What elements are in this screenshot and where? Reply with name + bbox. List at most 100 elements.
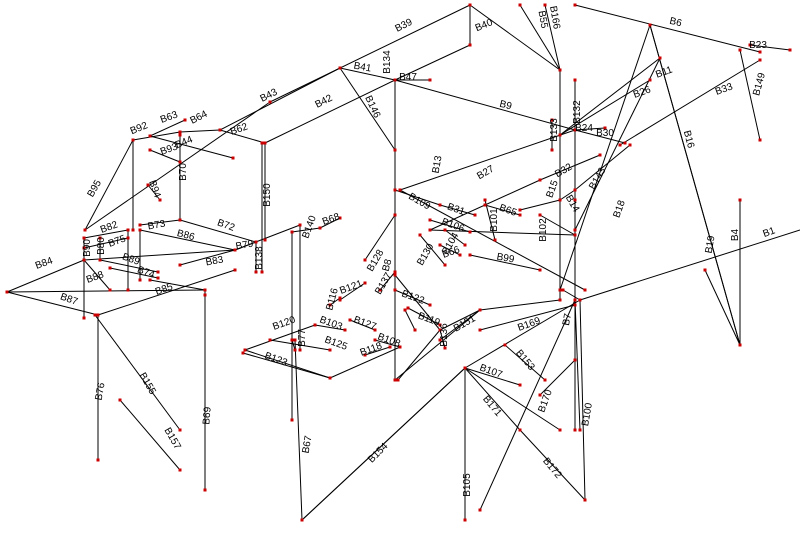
joint-node-33[interactable] [478, 308, 482, 312]
member-line-b151[interactable] [439, 309, 481, 341]
joint-node-159[interactable] [388, 345, 392, 349]
member-line-b118[interactable] [364, 346, 391, 356]
joint-node-6[interactable] [573, 428, 577, 432]
joint-node-9[interactable] [468, 3, 472, 7]
joint-node-120[interactable] [418, 233, 422, 237]
joint-node-158[interactable] [363, 353, 367, 357]
member-line-b77[interactable] [291, 339, 296, 351]
joint-node-29[interactable] [290, 418, 294, 422]
joint-node-113[interactable] [98, 236, 102, 240]
member-line-b104[interactable] [444, 229, 466, 246]
member-line-b166[interactable] [544, 4, 561, 71]
member-line-b169[interactable] [479, 304, 576, 331]
joint-node-5[interactable] [573, 128, 577, 132]
joint-node-105[interactable] [138, 223, 142, 227]
member-line-b31[interactable] [439, 204, 476, 216]
joint-node-50[interactable] [413, 328, 417, 332]
joint-node-78[interactable] [148, 134, 152, 138]
member-line-b93[interactable] [149, 149, 181, 163]
member-line-b23[interactable] [749, 44, 791, 51]
member-line-b82[interactable] [83, 229, 129, 239]
member-line-b18[interactable] [574, 57, 661, 231]
joint-node-51[interactable] [518, 208, 522, 212]
member-line-b24[interactable] [574, 127, 606, 131]
member-line-b75[interactable] [83, 237, 129, 249]
joint-node-46[interactable] [438, 328, 442, 332]
member-line-b65[interactable] [484, 204, 521, 216]
joint-node-96[interactable] [573, 228, 577, 232]
joint-node-150[interactable] [478, 328, 482, 332]
joint-node-128[interactable] [468, 253, 472, 257]
joint-node-111[interactable] [703, 268, 707, 272]
member-line-b116[interactable] [329, 297, 341, 306]
joint-node-32[interactable] [398, 345, 402, 349]
member-line-b66[interactable] [439, 244, 461, 256]
member-line-b100[interactable] [574, 299, 581, 431]
joint-node-63[interactable] [338, 66, 342, 70]
member-line-b103[interactable] [314, 324, 346, 331]
joint-node-3[interactable] [393, 148, 397, 152]
member-line-b154[interactable] [301, 367, 466, 521]
member-line-b119[interactable] [407, 307, 441, 326]
joint-node-95[interactable] [158, 198, 162, 202]
joint-node-35[interactable] [583, 288, 587, 292]
member-line-b109[interactable] [394, 189, 441, 206]
joint-node-138[interactable] [328, 303, 332, 307]
member-line-b55[interactable] [519, 4, 561, 71]
joint-node-146[interactable] [313, 323, 317, 327]
joint-node-151[interactable] [573, 303, 577, 307]
joint-node-43[interactable] [478, 508, 482, 512]
member-line-b122[interactable] [394, 289, 431, 306]
member-line-b128[interactable] [364, 214, 396, 261]
joint-node-147[interactable] [343, 328, 347, 332]
joint-node-19[interactable] [126, 228, 130, 232]
member-line-b39[interactable] [269, 4, 471, 103]
joint-node-142[interactable] [561, 288, 565, 292]
joint-node-49[interactable] [403, 308, 407, 312]
joint-node-143[interactable] [348, 318, 352, 322]
joint-node-39[interactable] [578, 298, 582, 302]
joint-node-116[interactable] [126, 236, 130, 240]
member-line-b6[interactable] [574, 4, 761, 53]
joint-node-30[interactable] [243, 348, 247, 352]
member-line-b86[interactable] [139, 229, 236, 251]
member-line-b73[interactable] [139, 219, 181, 226]
member-line-b127[interactable] [349, 319, 376, 331]
member-line-b172[interactable] [519, 429, 586, 501]
member-line-b1[interactable] [579, 229, 800, 301]
member-line-b32[interactable] [539, 154, 601, 181]
joint-node-53[interactable] [83, 228, 87, 232]
joint-node-133[interactable] [148, 278, 152, 282]
joint-node-37[interactable] [573, 233, 577, 237]
member-line-b67[interactable] [294, 339, 303, 521]
member-line-b95[interactable] [84, 139, 134, 231]
member-line-b13[interactable] [394, 44, 471, 81]
joint-node-55[interactable] [131, 138, 135, 142]
joint-node-74[interactable] [648, 78, 652, 82]
joint-node-28[interactable] [290, 230, 294, 234]
joint-node-72[interactable] [738, 48, 742, 52]
joint-node-131[interactable] [156, 276, 160, 280]
joint-node-26[interactable] [298, 223, 302, 227]
joint-node-141[interactable] [428, 303, 432, 307]
member-line-b85[interactable] [149, 279, 206, 291]
member-line-b146[interactable] [339, 67, 396, 151]
joint-node-165[interactable] [93, 313, 97, 317]
joint-node-44[interactable] [573, 298, 577, 302]
joint-node-118[interactable] [363, 258, 367, 262]
joint-node-85[interactable] [148, 148, 152, 152]
member-line-b64[interactable] [179, 129, 221, 133]
joint-node-11[interactable] [260, 141, 264, 145]
joint-node-148[interactable] [406, 306, 410, 310]
joint-node-73[interactable] [758, 138, 762, 142]
joint-node-87[interactable] [538, 178, 542, 182]
joint-node-75[interactable] [573, 78, 577, 82]
member-line-b102[interactable] [539, 214, 576, 236]
member-line-b42[interactable] [264, 79, 396, 144]
joint-node-108[interactable] [338, 216, 342, 220]
joint-node-54[interactable] [268, 100, 272, 104]
joint-node-94[interactable] [146, 183, 150, 187]
joint-node-135[interactable] [363, 281, 367, 285]
member-line-b33[interactable] [619, 59, 761, 146]
